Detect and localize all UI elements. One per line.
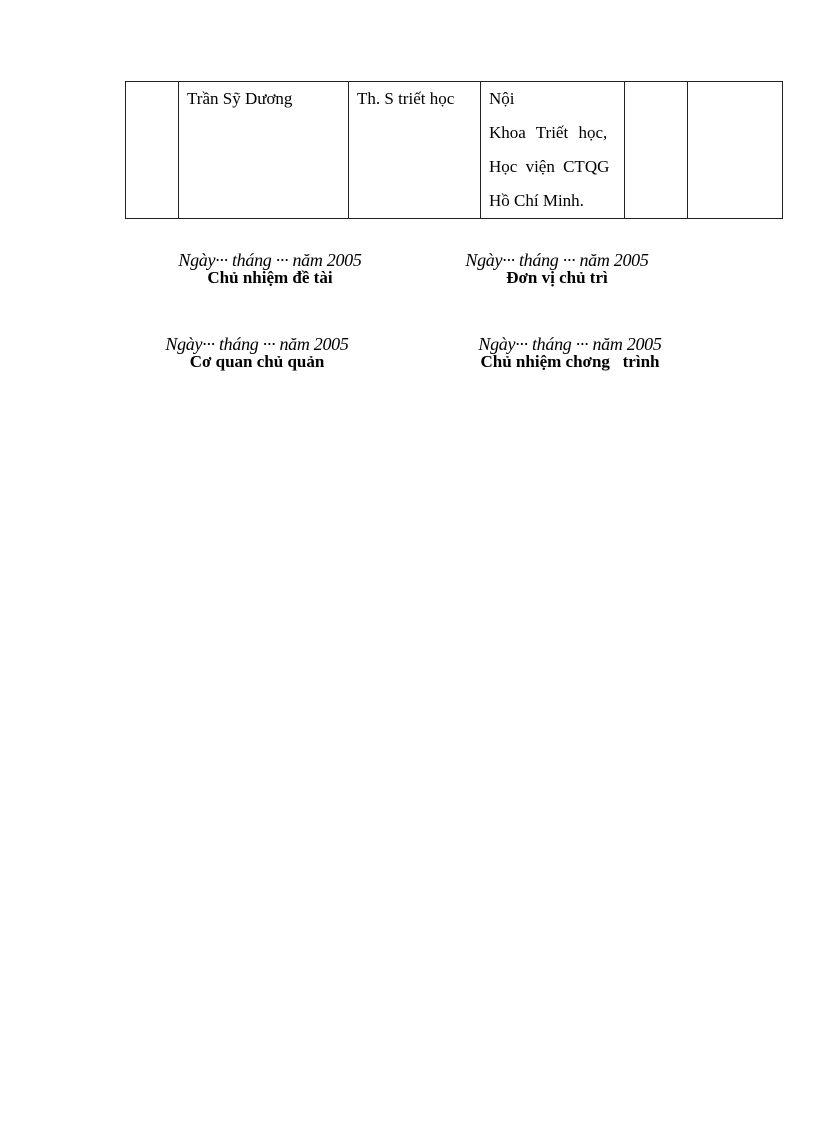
cell-workplace: Nội Khoa Triết học, Học viện CTQG Hồ Chí… [480,81,625,219]
member-degree: Th. S triết học [357,89,455,108]
signature-role: Chủ nhiệm đề tài [207,268,333,287]
signature-role: Cơ quan chủ quản [189,352,325,371]
cell-col5 [624,81,688,219]
signature-date: Ngày··· tháng ··· năm 2005 [465,250,649,270]
signature-block-topic-leader: Ngày··· tháng ··· năm 2005 Chủ nhiệm đề … [140,251,400,287]
signature-date: Ngày··· tháng ··· năm 2005 [178,250,362,270]
workplace-line: Nội [489,89,515,108]
table-row: Trần Sỹ Dương Th. S triết học Nội Khoa T… [125,81,783,219]
cell-name: Trần Sỹ Dương [178,81,349,219]
workplace-line: Học viện CTQG [489,157,610,176]
signature-role: Chủ nhiệm chơng trình [480,352,660,371]
workplace-line: Khoa Triết học, [489,123,608,142]
cell-degree: Th. S triết học [348,81,481,219]
signature-date: Ngày··· tháng ··· năm 2005 [478,334,662,354]
signature-block-program-leader: Ngày··· tháng ··· năm 2005 Chủ nhiệm chơ… [440,335,700,371]
cell-stt [125,81,179,219]
member-name: Trần Sỹ Dương [187,89,293,108]
workplace-line: Hồ Chí Minh. [489,191,584,210]
cell-col6 [687,81,783,219]
signature-role: Đơn vị chủ trì [506,268,608,287]
signature-date: Ngày··· tháng ··· năm 2005 [165,334,349,354]
signature-block-host-unit: Ngày··· tháng ··· năm 2005 Đơn vị chủ tr… [427,251,687,287]
members-table: Trần Sỹ Dương Th. S triết học Nội Khoa T… [125,81,783,219]
signature-block-governing-agency: Ngày··· tháng ··· năm 2005 Cơ quan chủ q… [127,335,387,371]
